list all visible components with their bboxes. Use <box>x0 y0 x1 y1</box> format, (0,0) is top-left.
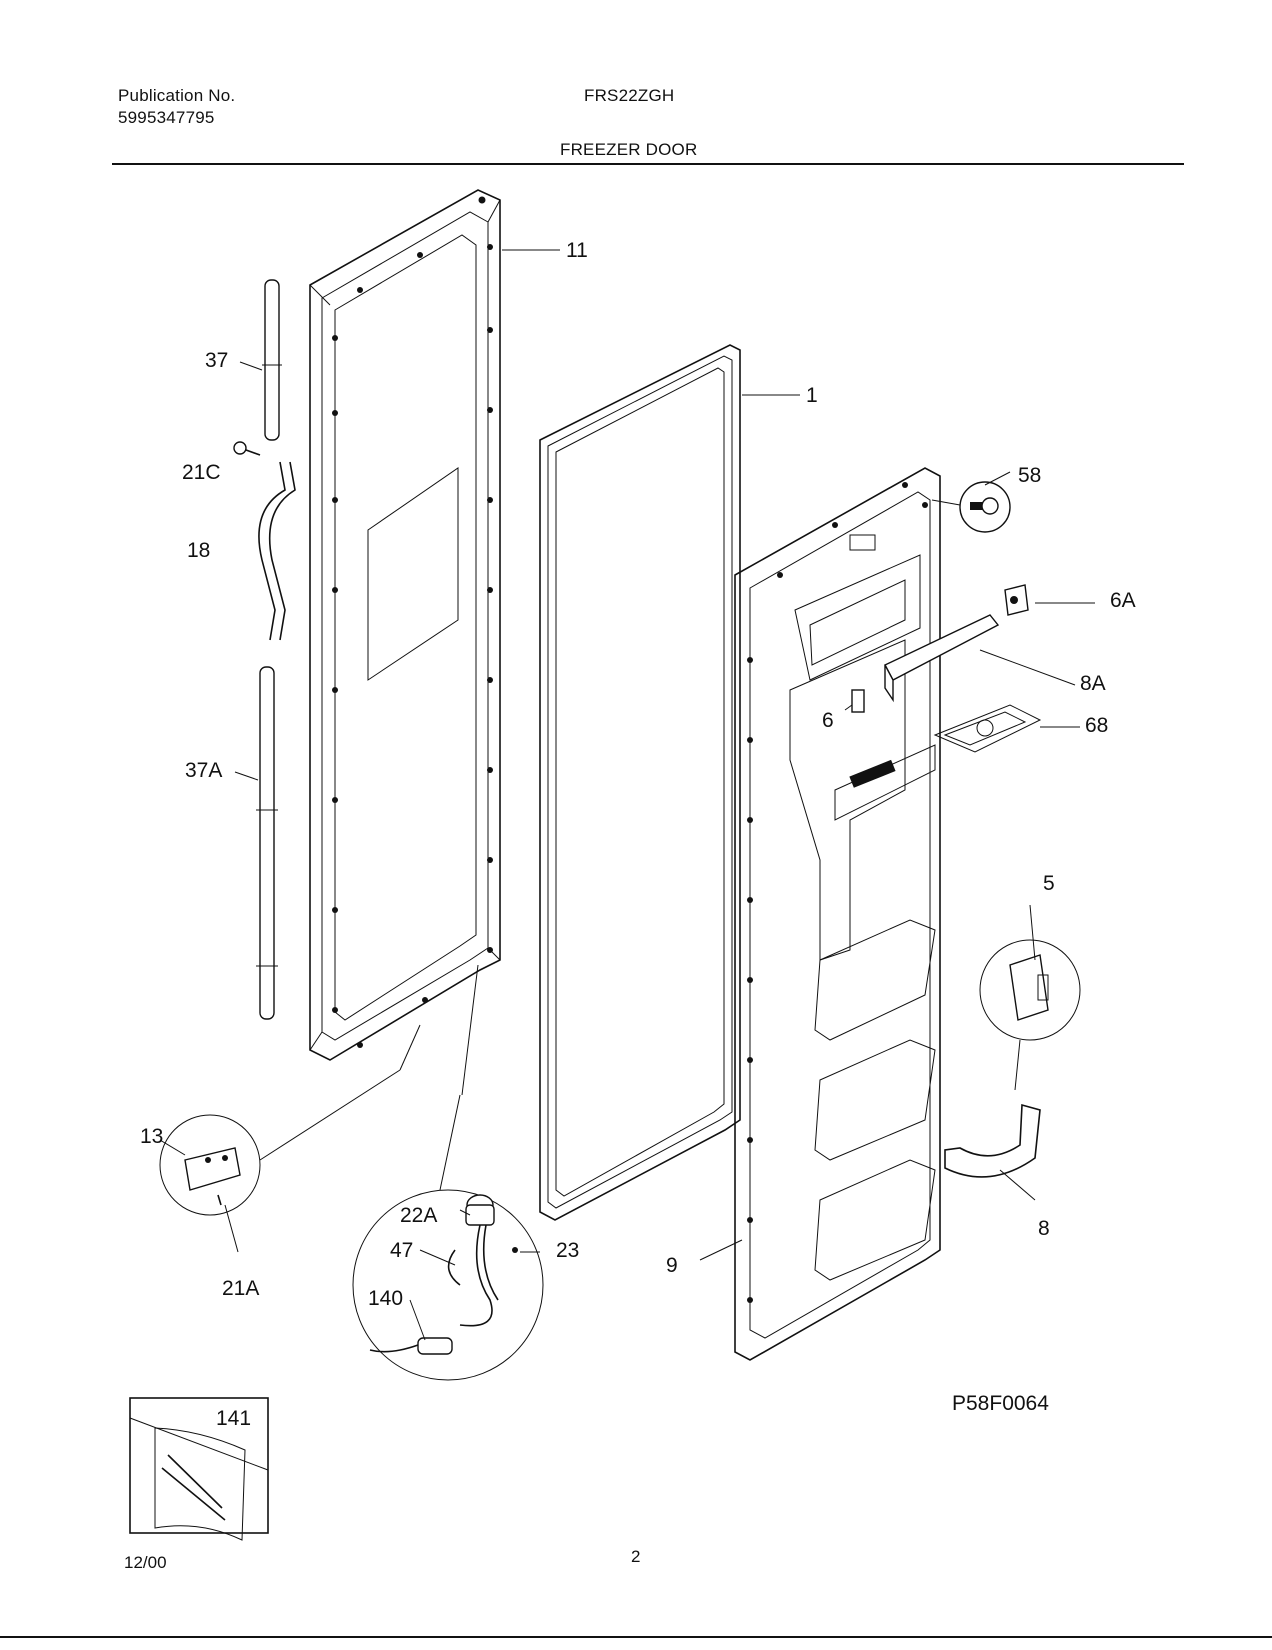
channel-part-8a <box>884 614 1076 703</box>
callout-1: 1 <box>806 384 818 407</box>
callout-6a: 6A <box>1110 589 1136 612</box>
callout-37: 37 <box>205 349 229 372</box>
callout-21a: 21A <box>222 1277 260 1300</box>
callout-58: 58 <box>1018 464 1042 487</box>
bracket-part-8 <box>944 1103 1041 1201</box>
detail-circle-switch-harness <box>352 964 544 1381</box>
clip-part-6a <box>1004 584 1095 616</box>
callout-37a: 37A <box>185 759 223 782</box>
callout-6: 6 <box>822 709 834 732</box>
callout-8: 8 <box>1038 1217 1050 1240</box>
hinge-strip-part-37a <box>234 666 278 1020</box>
packet-part-141 <box>129 1397 269 1541</box>
callout-22a: 22A <box>400 1204 438 1227</box>
publication-label: Publication No. <box>118 86 236 105</box>
model-number: FRS22ZGH <box>584 86 675 105</box>
callout-140: 140 <box>368 1287 404 1310</box>
callout-18: 18 <box>187 539 211 562</box>
screw-part-21c <box>233 441 261 456</box>
footer-date: 12/00 <box>124 1553 167 1572</box>
callout-21c: 21C <box>182 461 221 484</box>
part-6 <box>844 689 865 713</box>
callout-5: 5 <box>1043 872 1055 895</box>
hinge-strip-part-37 <box>239 279 282 441</box>
callout-9: 9 <box>666 1254 678 1277</box>
callout-11: 11 <box>566 239 588 262</box>
diagram-reference: P58F0064 <box>952 1392 1049 1415</box>
cover-part-68 <box>933 704 1080 753</box>
callout-68: 68 <box>1085 714 1109 737</box>
strap-part-18 <box>258 461 296 641</box>
detail-circle-part-5 <box>979 904 1081 1091</box>
callout-8a: 8A <box>1080 672 1106 695</box>
inner-liner-part-9 <box>699 467 941 1361</box>
detail-circle-part-13 <box>159 1024 421 1253</box>
callout-47: 47 <box>390 1239 414 1262</box>
callout-141: 141 <box>216 1407 252 1430</box>
callout-13: 13 <box>140 1125 164 1148</box>
section-title: FREEZER DOOR <box>560 140 698 159</box>
door-gasket-part-1 <box>539 344 800 1221</box>
callout-23: 23 <box>556 1239 580 1262</box>
footer-rule <box>0 1636 1272 1638</box>
header-rule <box>112 163 1184 165</box>
door-frame-part-11 <box>309 189 560 1061</box>
publication-number: 5995347795 <box>118 108 215 127</box>
footer-page-number: 2 <box>631 1547 641 1566</box>
screw-part-58 <box>931 471 1011 533</box>
